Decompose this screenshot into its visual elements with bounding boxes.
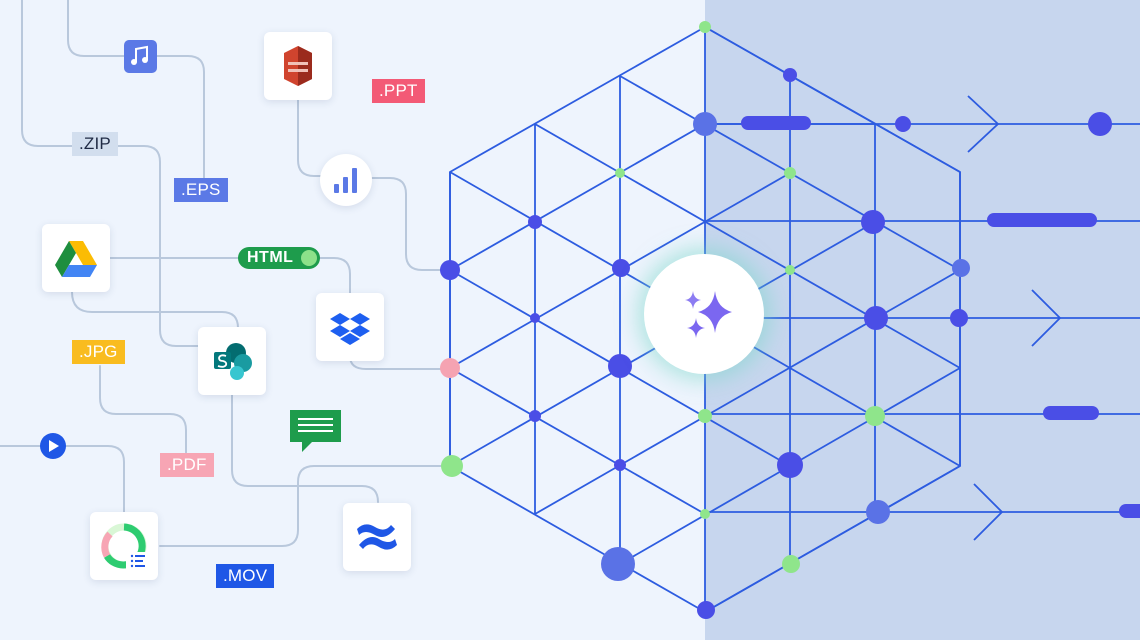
output-dashes [741,116,1140,518]
analytics-card [320,154,372,206]
sparkles-icon [685,291,732,338]
file-tag-mov: .MOV [216,564,275,588]
confluence-card [343,503,411,571]
output-panel [705,0,1140,640]
sharepoint-icon [214,343,252,380]
file-tag-pdf: .PDF [160,453,214,477]
html-tag: HTML [238,247,320,269]
sharepoint-card [198,327,266,395]
file-tag-zip: .ZIP [72,132,118,156]
file-tag-eps: .EPS [174,178,228,202]
grid-lines [449,25,1140,614]
google-drive-card [42,224,110,292]
arrow-icon [1031,289,1062,347]
arrow-icon [973,483,1004,541]
progress-dashboard-icon [101,523,148,570]
amazon-s3-icon [284,46,312,86]
file-tag-ppt: .PPT [372,79,425,103]
confluence-icon [357,524,397,550]
html-tag-dot [301,250,317,266]
dropbox-icon [330,313,370,345]
progress-dashboard-card [90,512,158,580]
bar-chart-icon [334,168,357,193]
amazon-s3-card [264,32,332,100]
arrow-icon [967,95,1000,153]
file-tag-jpg: .JPG [72,340,125,364]
ai-core-badge [644,254,764,374]
arrow-heads [967,95,1062,541]
network-nodes [440,21,1112,619]
dropbox-card [316,293,384,361]
google-drive-icon [55,241,97,277]
html-tag-label: HTML [247,249,294,266]
